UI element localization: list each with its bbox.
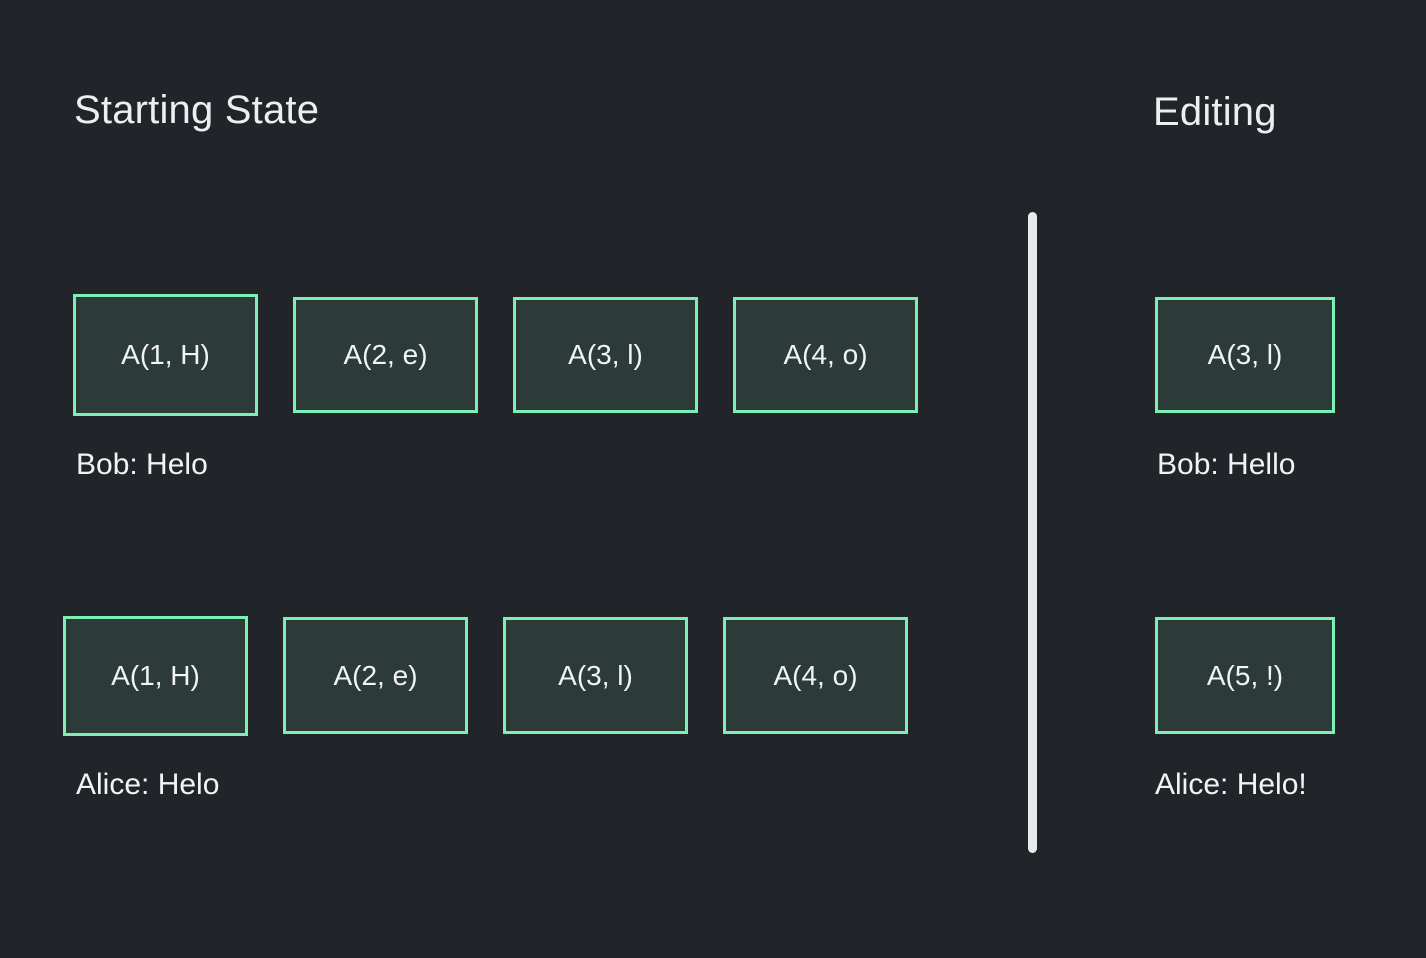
operation-box[interactable]: A(3, l) (513, 297, 698, 413)
row-caption-bob-left: Bob: Helo (76, 448, 208, 481)
operation-box[interactable]: A(3, l) (503, 617, 688, 734)
section-heading-editing: Editing (1153, 90, 1277, 134)
operation-box[interactable]: A(1, H) (63, 616, 248, 736)
operation-box[interactable]: A(5, !) (1155, 617, 1335, 734)
operation-box[interactable]: A(1, H) (73, 294, 258, 416)
operation-box[interactable]: A(3, l) (1155, 297, 1335, 413)
section-heading-starting-state: Starting State (74, 88, 320, 132)
operation-box[interactable]: A(2, e) (283, 617, 468, 734)
operation-box[interactable]: A(2, e) (293, 297, 478, 413)
row-caption-alice-right: Alice: Helo! (1155, 768, 1307, 801)
vertical-divider (1028, 212, 1037, 853)
operation-box[interactable]: A(4, o) (733, 297, 918, 413)
operation-box[interactable]: A(4, o) (723, 617, 908, 734)
row-caption-alice-left: Alice: Helo (76, 768, 220, 801)
row-caption-bob-right: Bob: Hello (1157, 448, 1296, 481)
